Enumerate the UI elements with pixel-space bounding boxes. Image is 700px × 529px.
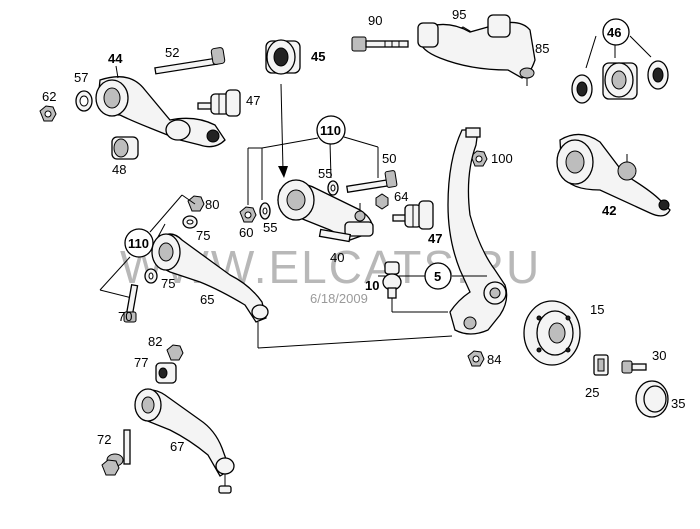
label-82: 82 bbox=[148, 334, 162, 349]
part-42-lower-arm bbox=[556, 133, 671, 217]
part-85-upper-control-arm bbox=[417, 14, 536, 86]
label-72: 72 bbox=[97, 432, 111, 447]
part-72-bolt bbox=[101, 429, 131, 476]
part-50-bolt bbox=[346, 170, 398, 193]
label-42: 42 bbox=[602, 203, 616, 218]
label-35: 35 bbox=[671, 396, 685, 411]
label-25: 25 bbox=[585, 385, 599, 400]
label-75a: 75 bbox=[196, 228, 210, 243]
label-15: 15 bbox=[590, 302, 604, 317]
label-84: 84 bbox=[487, 352, 501, 367]
label-90: 90 bbox=[368, 13, 382, 28]
part-35-grease-cap bbox=[635, 380, 669, 418]
label-57: 57 bbox=[74, 70, 88, 85]
part-5-steering-knuckle bbox=[447, 127, 508, 335]
part-55-washer-lower bbox=[259, 202, 271, 220]
label-75b: 75 bbox=[161, 276, 175, 291]
callout-46 bbox=[602, 18, 630, 46]
label-65: 65 bbox=[200, 292, 214, 307]
part-77-bushing bbox=[155, 362, 177, 384]
part-90-bolt bbox=[351, 36, 409, 52]
label-48: 48 bbox=[112, 162, 126, 177]
part-47-ball-joint-center bbox=[392, 200, 434, 230]
label-64: 64 bbox=[394, 189, 408, 204]
label-50: 50 bbox=[382, 151, 396, 166]
label-45: 45 bbox=[311, 49, 325, 64]
label-10: 10 bbox=[365, 278, 379, 293]
label-52: 52 bbox=[165, 45, 179, 60]
callout-110-lower-group bbox=[99, 194, 196, 299]
part-52-long-bolt bbox=[154, 47, 226, 75]
callout-5 bbox=[424, 262, 452, 290]
label-62: 62 bbox=[42, 89, 56, 104]
label-85: 85 bbox=[535, 41, 549, 56]
watermark-date: 6/18/2009 bbox=[310, 291, 368, 306]
label-100: 100 bbox=[491, 151, 513, 166]
part-62-nut bbox=[39, 105, 57, 122]
part-75-washer-lower bbox=[144, 268, 158, 284]
label-44: 44 bbox=[108, 51, 123, 66]
part-65-lower-control-arm bbox=[151, 233, 453, 349]
label-47b: 47 bbox=[428, 231, 442, 246]
label-80: 80 bbox=[205, 197, 219, 212]
part-84-nut bbox=[467, 350, 485, 367]
callout-110-upper-group bbox=[247, 136, 379, 205]
part-75-washer-upper bbox=[182, 215, 198, 229]
part-25-clip bbox=[593, 354, 609, 376]
callout-110-upper bbox=[316, 115, 346, 145]
label-5: 5 bbox=[434, 269, 441, 284]
part-45-bushing bbox=[265, 39, 301, 75]
part-82-nut bbox=[166, 344, 184, 361]
part-80-nut bbox=[187, 195, 205, 212]
part-70-bolt bbox=[123, 283, 139, 323]
part-47-ball-joint-upper bbox=[197, 89, 241, 117]
part-60-nut bbox=[239, 206, 257, 223]
label-55b: 55 bbox=[263, 220, 277, 235]
label-110b: 110 bbox=[128, 236, 149, 251]
part-46-bushing-set bbox=[571, 35, 669, 104]
label-47a: 47 bbox=[246, 93, 260, 108]
label-70: 70 bbox=[118, 309, 132, 324]
label-46: 46 bbox=[607, 25, 621, 40]
part-57-washer bbox=[75, 90, 93, 112]
part-55-washer-upper bbox=[327, 180, 339, 196]
label-60: 60 bbox=[239, 225, 253, 240]
label-77: 77 bbox=[134, 355, 148, 370]
part-40-tension-strut bbox=[277, 179, 374, 243]
part-48-bushing bbox=[111, 136, 139, 160]
part-10-ball-joint bbox=[382, 261, 448, 313]
callout-110-lower bbox=[124, 228, 154, 258]
part-44-thrust-arm bbox=[95, 76, 226, 148]
label-67: 67 bbox=[170, 439, 184, 454]
part-64-nut bbox=[375, 193, 389, 210]
part-100-nut bbox=[470, 150, 488, 167]
label-95: 95 bbox=[452, 7, 466, 22]
label-40: 40 bbox=[330, 250, 344, 265]
label-30: 30 bbox=[652, 348, 666, 363]
label-110a: 110 bbox=[320, 123, 341, 138]
part-15-wheel-hub bbox=[523, 300, 581, 366]
part-67-lower-control-arm bbox=[134, 388, 235, 494]
part-30-bolt bbox=[621, 360, 647, 374]
label-55a: 55 bbox=[318, 166, 332, 181]
